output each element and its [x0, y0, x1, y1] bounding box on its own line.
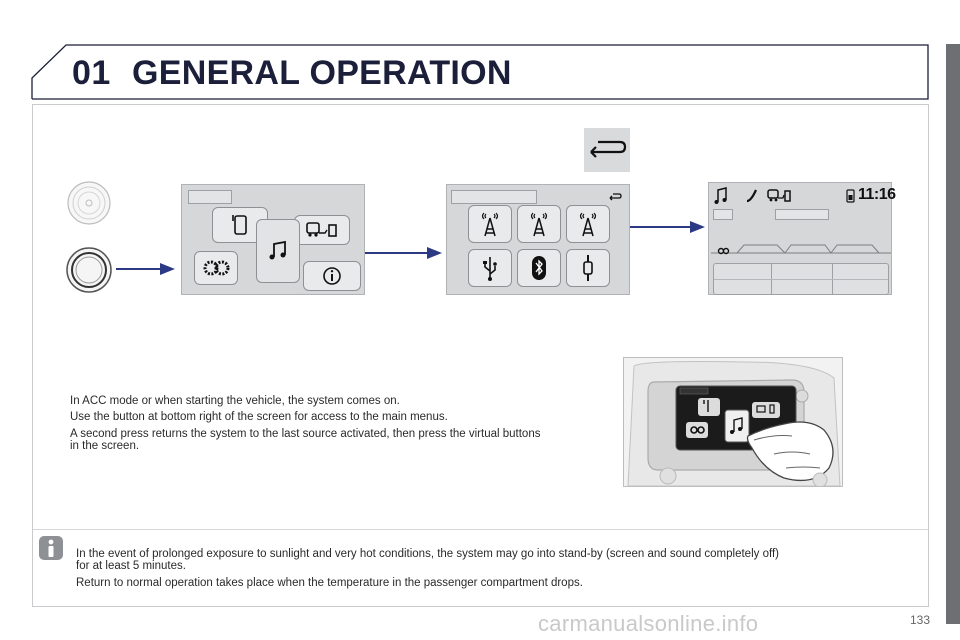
tab-strip — [711, 244, 891, 255]
note-line-3: Return to normal operation takes place w… — [76, 577, 583, 589]
chapter-title: GENERAL OPERATION — [132, 54, 512, 92]
settings-tile — [194, 251, 238, 285]
usb-icon — [483, 257, 497, 281]
phone-icon — [232, 215, 247, 235]
content-frame — [32, 104, 929, 607]
screen-media-playing: 11:16 — [708, 182, 896, 295]
section-divider — [33, 529, 928, 530]
info-icon — [323, 267, 341, 285]
radio-tile-1 — [468, 205, 512, 243]
radio-tile-2 — [517, 205, 561, 243]
page-number: 133 — [909, 613, 930, 627]
music-note-icon — [269, 240, 286, 260]
watermark: carmanualsonline.info — [538, 611, 759, 636]
side-tab — [946, 44, 960, 624]
info-tile — [303, 261, 361, 291]
hand-touch-illustration — [627, 361, 841, 486]
car-connect-icon — [306, 222, 337, 237]
screen-tab — [775, 209, 829, 220]
bluetooth-icon — [532, 256, 546, 280]
radio-antenna-icon — [579, 212, 597, 237]
media-tile — [256, 219, 300, 283]
bluetooth-tile — [517, 249, 561, 287]
info-circle-icon — [39, 536, 63, 560]
aux-tile — [566, 249, 610, 287]
usb-tile — [468, 249, 512, 287]
screen-tab — [713, 209, 733, 220]
back-icon — [590, 140, 627, 158]
body-line-3: A second press returns the system to the… — [70, 428, 541, 440]
screen-source-menu — [446, 184, 630, 295]
header-frame — [31, 44, 929, 100]
note-line-2: for at least 5 minutes. — [76, 560, 186, 572]
settings-icon — [203, 260, 230, 276]
radio-antenna-icon — [530, 212, 548, 237]
back-small-icon — [609, 193, 622, 201]
clock: 11:16 — [858, 186, 896, 203]
body-line-1: In ACC mode or when starting the vehicle… — [70, 395, 400, 407]
phone-battery-icon — [846, 189, 855, 203]
body-line-4: in the screen. — [70, 440, 140, 452]
radio-tile-3 — [566, 205, 610, 243]
knob-icon — [67, 181, 111, 225]
aux-jack-icon — [583, 255, 593, 281]
note-line-1: In the event of prolonged exposure to su… — [76, 548, 779, 560]
back-button-illustration — [584, 128, 630, 172]
status-icons — [714, 187, 791, 204]
radio-antenna-icon — [481, 212, 499, 237]
screen-tab — [451, 190, 537, 204]
chapter-number: 01 — [72, 54, 111, 92]
media-list — [713, 263, 889, 295]
screen-tab — [188, 190, 232, 204]
knob-pressed-icon — [66, 247, 112, 293]
car-connect-tile — [294, 215, 350, 245]
screen-main-menu — [181, 184, 365, 295]
hand-touch-photo — [623, 357, 843, 487]
body-line-2: Use the button at bottom right of the sc… — [70, 411, 448, 423]
